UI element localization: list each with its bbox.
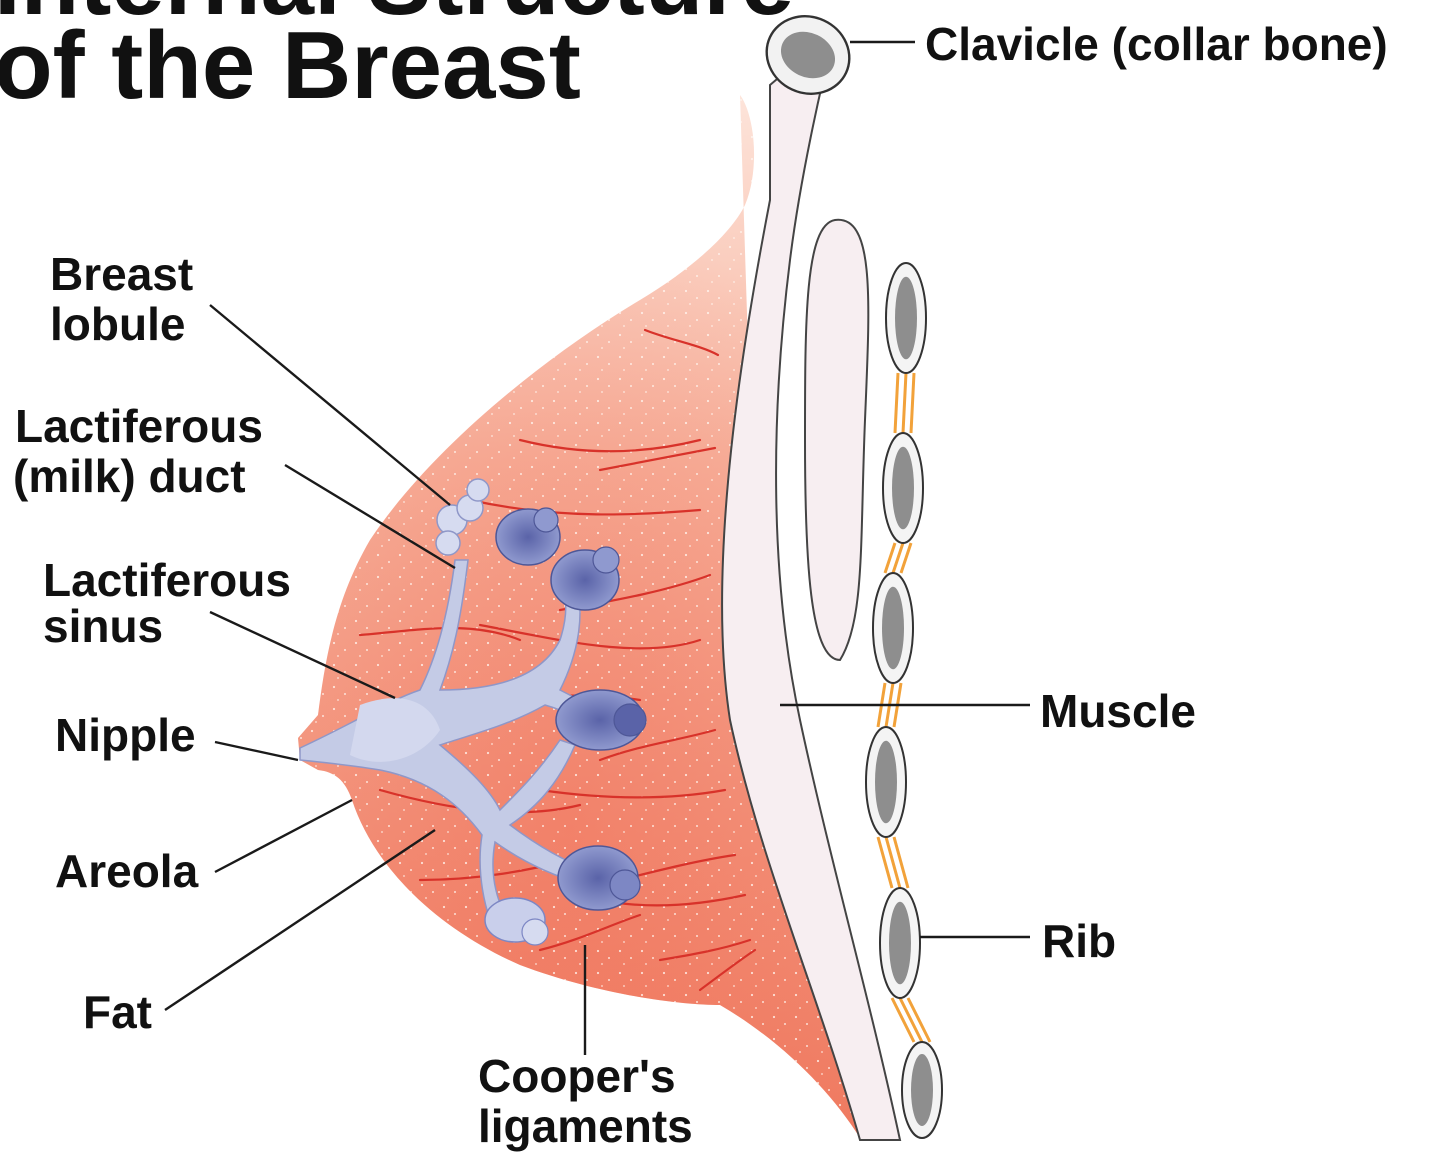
label-sinus-line2: sinus xyxy=(43,600,163,652)
costal-cartilage xyxy=(895,373,914,433)
costal-cartilage xyxy=(878,837,908,888)
diagram-title: Internal Structure of the Breast xyxy=(0,0,794,119)
rib-marrow xyxy=(911,1054,933,1126)
fat-leader xyxy=(165,830,435,1010)
rib-marrow xyxy=(889,902,911,985)
label-coopers-line1: Cooper's xyxy=(478,1050,676,1102)
costal-cartilage xyxy=(885,543,911,573)
rib-marrow xyxy=(895,277,917,360)
ribs xyxy=(866,263,942,1138)
label-sinus-line1: Lactiferous xyxy=(43,554,291,606)
label-nipple: Nipple xyxy=(55,709,196,761)
costal-cartilage xyxy=(892,998,930,1042)
label-breast-lobule-line1: Breast xyxy=(50,248,193,300)
title-line-2: of the Breast xyxy=(0,12,581,119)
rib-marrow xyxy=(882,587,904,670)
label-breast-lobule-line2: lobule xyxy=(50,298,185,350)
rib-marrow xyxy=(892,447,914,530)
label-muscle: Muscle xyxy=(1040,685,1196,737)
rib-marrow xyxy=(875,741,897,824)
muscle-inner xyxy=(805,220,868,660)
label-rib: Rib xyxy=(1042,915,1116,967)
breast-lobule xyxy=(556,690,646,750)
label-areola: Areola xyxy=(55,845,199,897)
areola-leader xyxy=(215,800,352,872)
label-milk-duct-line1: Lactiferous xyxy=(15,400,263,452)
label-fat: Fat xyxy=(83,986,152,1038)
label-coopers-line2: ligaments xyxy=(478,1100,693,1152)
breast-lobule xyxy=(558,846,640,910)
breast-lobule xyxy=(496,508,560,565)
label-clavicle: Clavicle (collar bone) xyxy=(925,18,1388,70)
label-milk-duct-line2: (milk) duct xyxy=(13,450,246,502)
nipple-leader xyxy=(215,742,298,760)
